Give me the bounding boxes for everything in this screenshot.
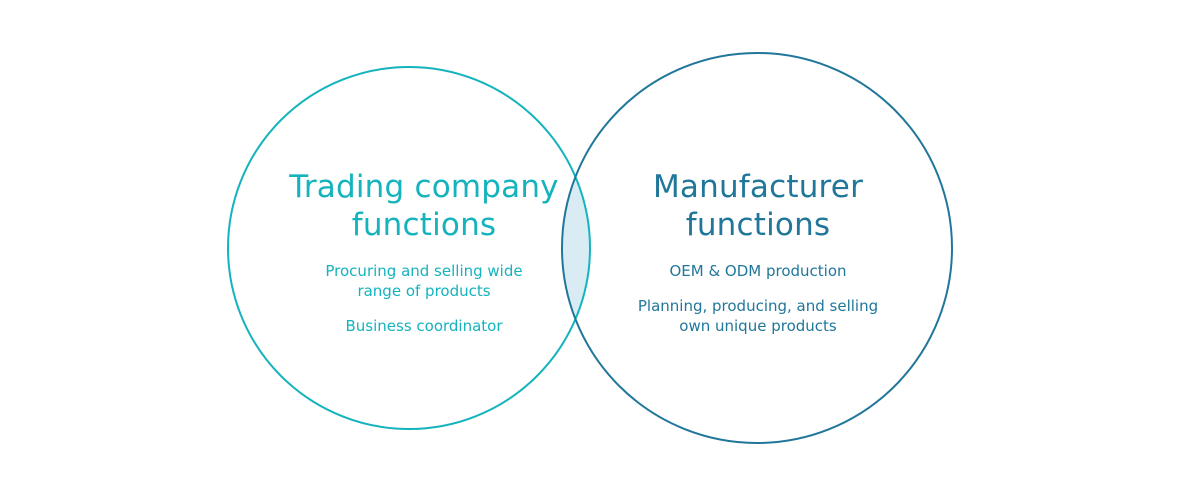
manufacturer-title: Manufacturer functions: [610, 168, 906, 244]
trading-company-circle: [227, 66, 591, 430]
manufacturer-title-line1: Manufacturer: [652, 169, 864, 205]
manufacturer-function-item: Planning, producing, and selling own uni…: [610, 296, 906, 336]
manufacturer-section: Manufacturer functions OEM & ODM product…: [610, 168, 906, 336]
manufacturer-circle: [561, 52, 953, 444]
manufacturer-title-line2: functions: [685, 207, 831, 243]
trading-company-section: Trading company functions Procuring and …: [272, 168, 576, 336]
trading-title-line1: Trading company: [289, 169, 559, 205]
manufacturer-item-2-line2: own unique products: [679, 317, 837, 335]
manufacturer-function-item: OEM & ODM production: [610, 261, 906, 281]
manufacturer-item-2-line1: Planning, producing, and selling: [637, 297, 879, 315]
trading-title-line2: functions: [351, 207, 497, 243]
trading-item-2-line1: Business coordinator: [345, 317, 503, 335]
trading-item-1-line2: range of products: [357, 282, 491, 300]
trading-company-title: Trading company functions: [272, 168, 576, 244]
trading-function-list: Procuring and selling wide range of prod…: [272, 261, 576, 336]
trading-function-item: Procuring and selling wide range of prod…: [272, 261, 576, 301]
trading-item-1-line1: Procuring and selling wide: [325, 262, 523, 280]
manufacturer-item-1-line1: OEM & ODM production: [669, 262, 847, 280]
trading-function-item: Business coordinator: [272, 316, 576, 336]
manufacturer-function-list: OEM & ODM production Planning, producing…: [610, 261, 906, 336]
